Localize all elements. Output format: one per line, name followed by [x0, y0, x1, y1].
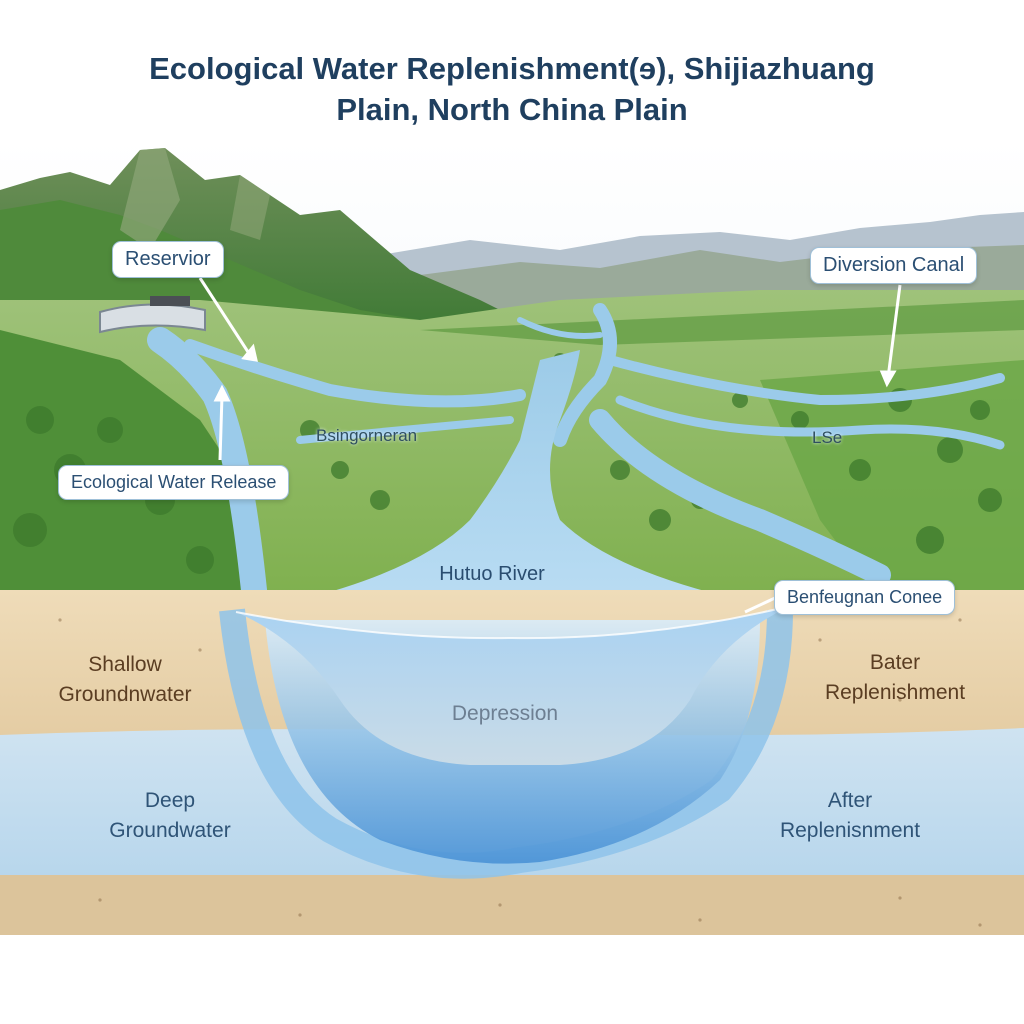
bater-line-1: Bater [869, 651, 921, 674]
faint-label-bsingorneran: Bsingorneran [316, 426, 418, 445]
after-line-1: After [827, 789, 873, 812]
deep-line-2: Groundwater [109, 819, 231, 842]
bater-line-2: Replenishment [824, 681, 966, 704]
depression-label: Depression [451, 702, 559, 725]
page-title: Ecological Water Replenishment(ɘ), Shiji… [0, 48, 1024, 130]
title-line-1: Ecological Water Replenishment(ɘ), Shiji… [149, 51, 875, 86]
shallow-line-1: Shallow [88, 653, 162, 676]
deep-line-1: Deep [144, 789, 196, 812]
faint-label-lse: LSe [812, 428, 843, 447]
river-label: Hutuo River [439, 563, 545, 585]
bater-replenishment-label: Bater Replenishment [795, 648, 995, 708]
after-replenishment-label: After Replenisnment [750, 786, 950, 846]
callout-reservoir: Reservior [112, 241, 224, 278]
callout-cone: Benfeugnan Conee [774, 580, 956, 615]
deep-groundwater-label: Deep Groundwater [75, 786, 265, 846]
shallow-groundwater-label: Shallow Groundnwater [30, 650, 220, 710]
after-line-2: Replenisnment [779, 819, 921, 842]
callout-ecological-water-release: Ecological Water Release [58, 465, 290, 500]
title-line-2: Plain, North China Plain [336, 92, 688, 127]
callout-diversion-canal: Diversion Canal [810, 247, 978, 284]
shallow-line-2: Groundnwater [58, 683, 192, 706]
